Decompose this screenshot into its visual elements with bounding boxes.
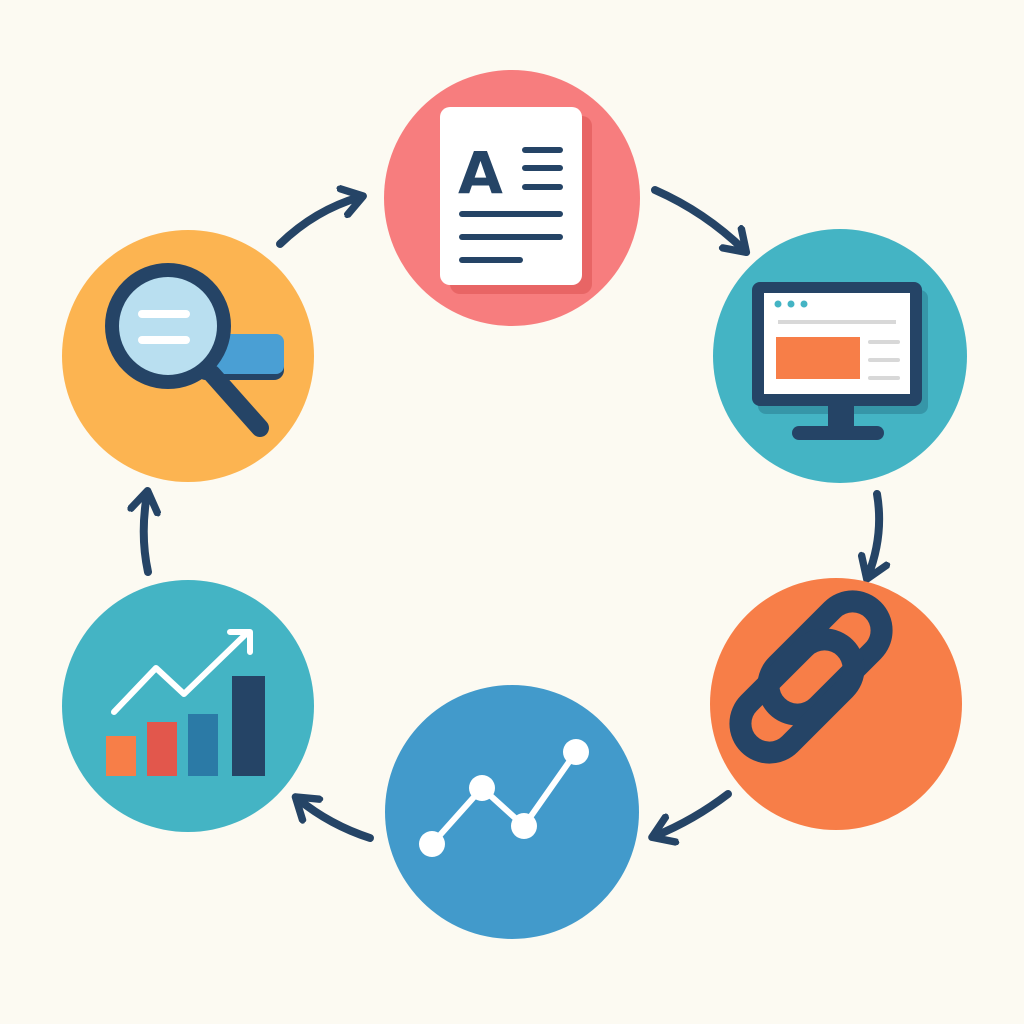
monitor-icon	[752, 282, 928, 440]
arrow-research-to-content	[276, 197, 360, 248]
arrow-content-to-website	[651, 186, 744, 250]
step-website	[713, 229, 967, 483]
step-content: A	[384, 70, 640, 326]
arrow-links-to-analytics	[655, 790, 732, 836]
arrow-growth-to-research	[144, 494, 148, 576]
document-letter: A	[458, 139, 503, 207]
step-research	[62, 230, 314, 482]
arrow-website-to-links	[868, 490, 879, 576]
line-graph-icon	[419, 739, 589, 857]
magnifier-search-icon	[105, 263, 284, 437]
cycle-arrows	[144, 190, 879, 838]
step-analytics	[385, 685, 639, 939]
arrow-analytics-to-growth	[298, 799, 374, 842]
step-growth-circle	[62, 580, 314, 832]
bar-chart-growth-icon	[106, 629, 265, 776]
step-growth	[62, 580, 314, 832]
document-icon: A	[440, 107, 592, 294]
step-links	[710, 578, 962, 830]
chain-link-icon	[729, 590, 893, 764]
